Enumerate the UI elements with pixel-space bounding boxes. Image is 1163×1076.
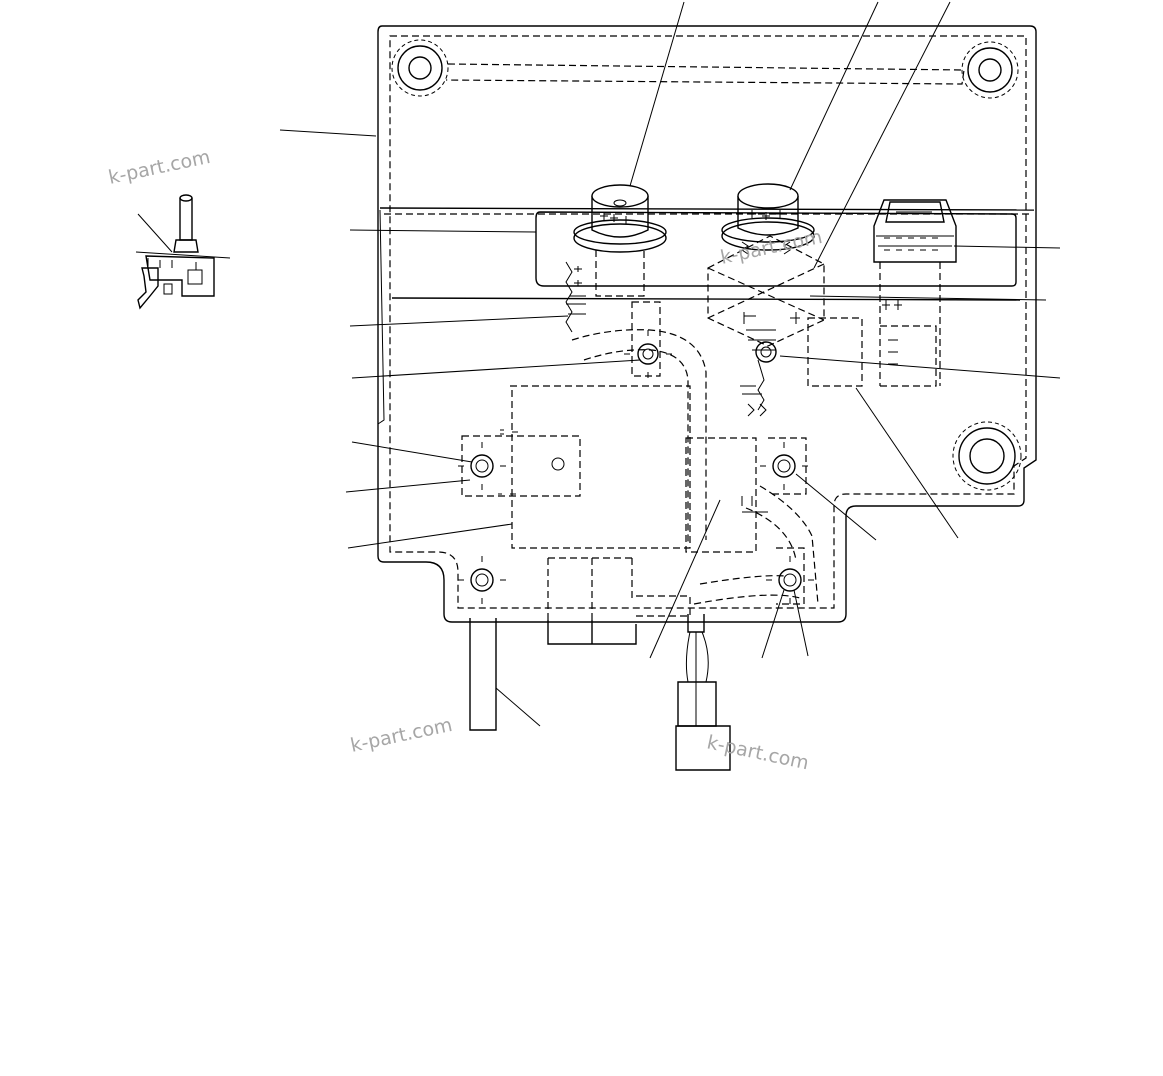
drain-tube <box>469 618 497 731</box>
panel-plate <box>377 25 1037 623</box>
rotary-knob-left <box>565 184 667 333</box>
bottom-block <box>547 620 637 645</box>
rotary-knob-right <box>707 183 825 347</box>
leader-lines <box>137 1 1061 727</box>
mounting-hole-top-right <box>961 41 1019 99</box>
wire-connector <box>675 614 731 771</box>
watermark-1: k-part.com <box>106 146 212 189</box>
detail-rotary-switch <box>135 194 231 310</box>
watermark-2: k-part.com <box>718 226 824 269</box>
screw-bottom-left <box>458 556 506 604</box>
screw-right-switch <box>755 341 777 363</box>
watermarks: k-part.com k-part.com k-part.com k-part.… <box>106 146 824 775</box>
rocker-switch <box>873 199 957 387</box>
switch-bracket <box>391 211 1021 301</box>
screw-left-bracket <box>458 429 581 497</box>
screw-bottom-right <box>766 547 814 605</box>
mounting-hole-bottom-right <box>952 421 1022 491</box>
watermark-3: k-part.com <box>348 714 454 757</box>
watermark-4: k-part.com <box>705 731 811 774</box>
screw-center-upper <box>624 330 672 378</box>
mounting-hole-top-left <box>391 39 449 97</box>
screw-center-right <box>741 437 808 513</box>
